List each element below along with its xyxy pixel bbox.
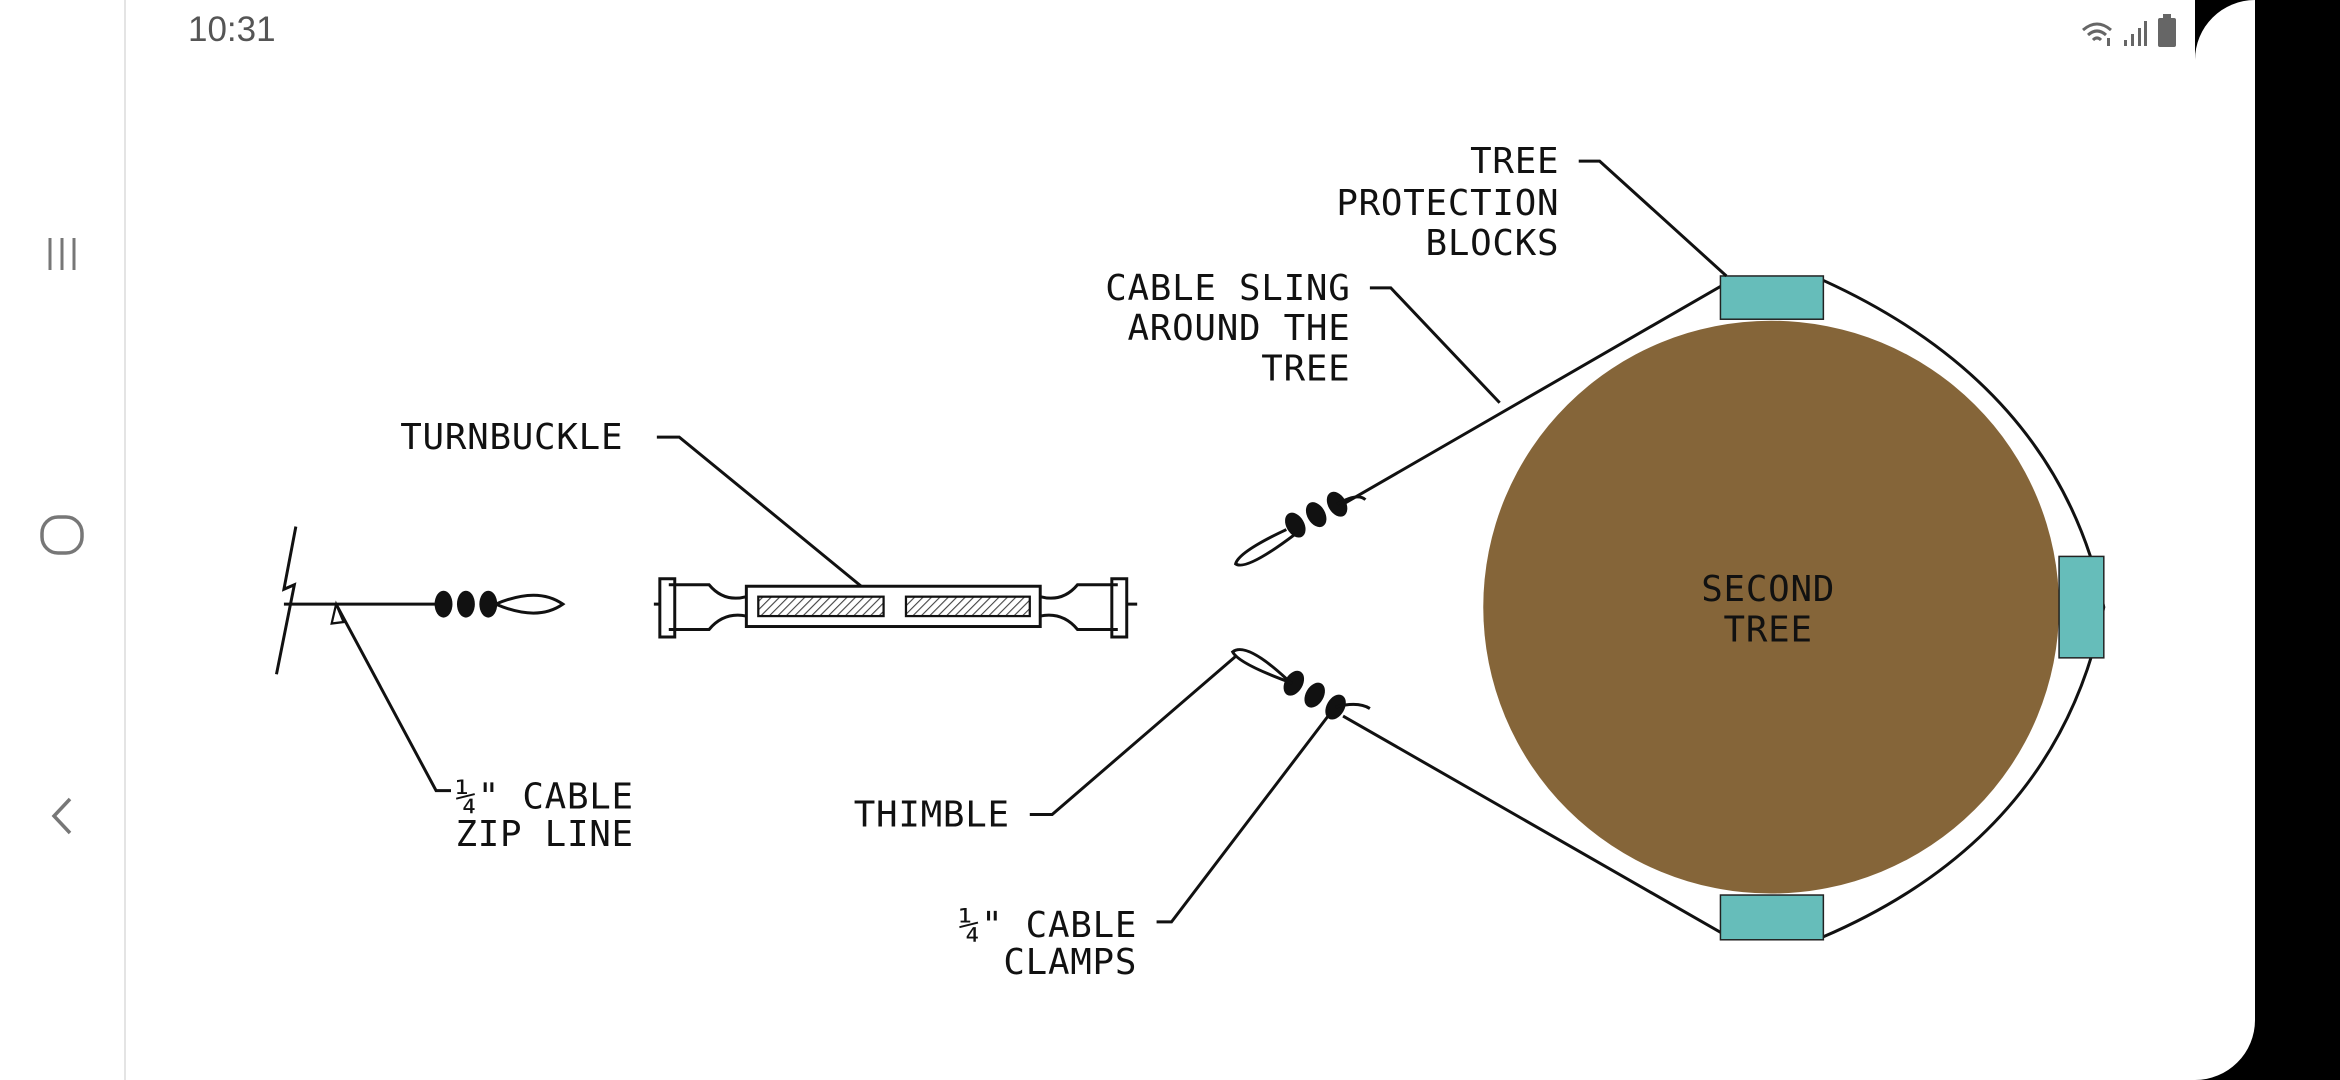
thimble-loop-zip xyxy=(495,593,566,615)
cable-clamps-label: CLAMPS xyxy=(1003,942,1137,983)
second-tree xyxy=(1483,320,2060,894)
navigation-bar xyxy=(0,0,126,1080)
protection-block-top xyxy=(1719,275,1825,320)
turnbuckle xyxy=(653,577,1138,639)
cable-clamps-label: ¼" CABLE xyxy=(959,905,1137,946)
home-button[interactable] xyxy=(22,495,102,575)
turnbuckle-label: TURNBUCKLE xyxy=(400,417,623,458)
recents-button[interactable] xyxy=(22,214,102,294)
cable-sling-label: CABLE SLING xyxy=(1105,268,1350,309)
leader-cable-sling xyxy=(1369,286,1501,404)
status-time: 10:31 xyxy=(188,10,276,49)
back-button[interactable] xyxy=(22,776,102,856)
cable-clamps-lower xyxy=(1283,670,1346,720)
protection-blocks-label: BLOCKS xyxy=(1426,223,1560,264)
battery-icon xyxy=(2158,14,2176,47)
screen-edge xyxy=(2255,0,2340,1080)
second-tree-label: TREE xyxy=(1724,609,1813,650)
cable-clamps-zip xyxy=(434,590,498,618)
screen-corner xyxy=(2135,960,2255,1080)
thimble-loop-lower xyxy=(1230,648,1371,710)
wifi-icon xyxy=(2082,22,2112,46)
leader-thimble xyxy=(1029,655,1237,816)
zip-line-label: ZIP LINE xyxy=(455,814,633,855)
cable-clamps-upper xyxy=(1285,491,1348,538)
cable-sling-label: AROUND THE xyxy=(1128,308,1351,349)
second-tree-label: SECOND xyxy=(1701,569,1835,610)
thimble-label: THIMBLE xyxy=(854,794,1010,835)
home-icon xyxy=(40,515,84,555)
back-icon xyxy=(51,797,72,835)
break-line xyxy=(275,526,298,675)
leader-zip-line xyxy=(334,603,451,793)
protection-block-bottom xyxy=(1719,894,1825,941)
protection-blocks-label: TREE xyxy=(1470,141,1559,182)
leader-cable-clamps xyxy=(1156,715,1330,924)
protection-blocks-label: PROTECTION xyxy=(1336,183,1559,224)
leader-protection-blocks xyxy=(1578,159,1728,278)
protection-block-right xyxy=(2058,555,2105,659)
leader-turnbuckle xyxy=(656,435,863,588)
screen-corner xyxy=(2195,0,2315,120)
zip-line-label: ¼" CABLE xyxy=(455,777,633,818)
recents-icon xyxy=(48,238,76,270)
thimble-loop-upper xyxy=(1233,495,1367,567)
status-icons xyxy=(2080,14,2178,48)
cable-sling-label: TREE xyxy=(1261,348,1350,389)
signal-icon xyxy=(2124,21,2147,46)
